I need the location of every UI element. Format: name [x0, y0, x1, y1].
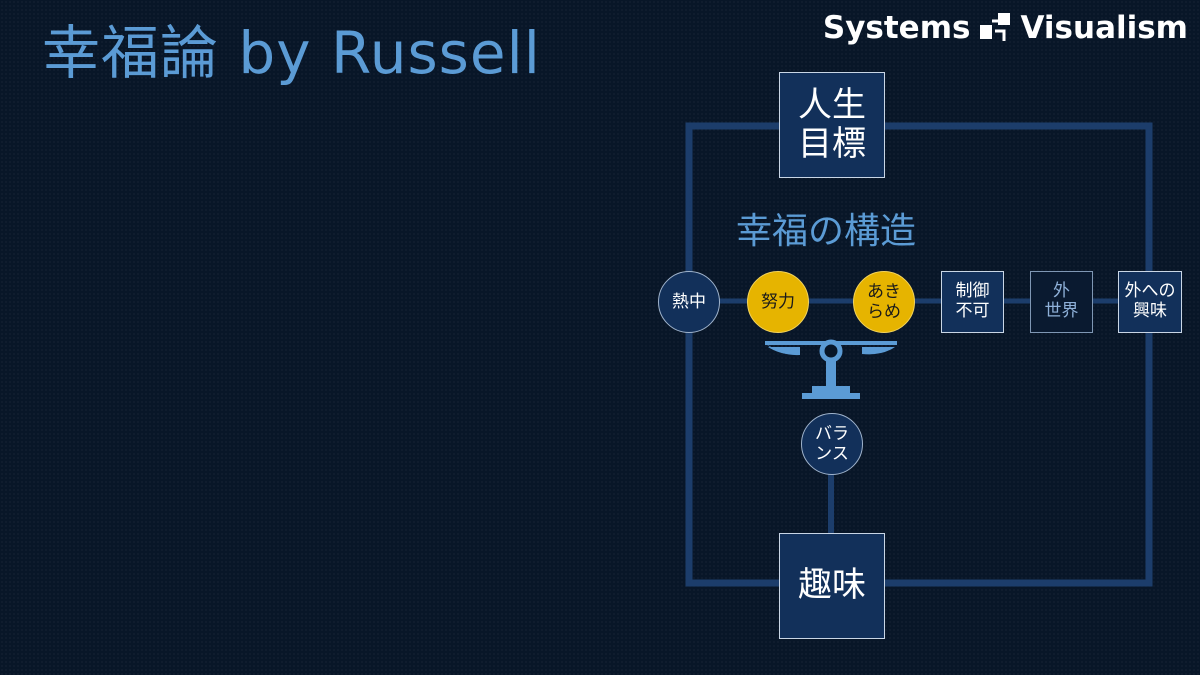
- systems-visualism-icon: [980, 13, 1011, 41]
- hobby-label: 趣味: [798, 565, 866, 606]
- hobby-box: 趣味: [779, 533, 885, 639]
- outer-interest-box: 外への 興味: [1118, 271, 1182, 333]
- life-goal-line-1: 人生: [798, 84, 866, 125]
- uncontrollable-line-1: 制御: [955, 281, 990, 302]
- balance-node: バラ ンス: [801, 413, 863, 475]
- resignation-line-1: あき: [867, 281, 901, 302]
- outer-world-line-2: 世界: [1044, 301, 1079, 321]
- life-goal-box: 人生 目標: [779, 72, 885, 178]
- resignation-line-2: らめ: [867, 302, 901, 322]
- structure-label: 幸福の構造: [736, 211, 917, 252]
- outer-interest-line-2: 興味: [1133, 301, 1167, 321]
- resignation-node: あき らめ: [853, 271, 915, 333]
- page-title: 幸福論 by Russell: [42, 19, 541, 87]
- outer-interest-line-1: 外への: [1124, 281, 1176, 302]
- balance-scale-icon: [765, 339, 897, 399]
- brand-logo: Systems Visualism: [823, 8, 1188, 48]
- life-goal-line-2: 目標: [798, 124, 866, 164]
- effort-node: 努力: [747, 271, 809, 333]
- uncontrollable-line-2: 不可: [955, 301, 990, 321]
- brand-left-text: Systems: [822, 10, 971, 46]
- enthusiasm-node: 熱中: [658, 271, 720, 333]
- frame-loop: [685, 122, 1153, 587]
- enthusiasm-label: 熱中: [672, 291, 706, 312]
- outer-world-line-1: 外: [1053, 281, 1070, 302]
- effort-label: 努力: [761, 291, 795, 312]
- brand-right-text: Visualism: [1020, 10, 1188, 46]
- balance-line-1: バラ: [815, 423, 849, 444]
- uncontrollable-box: 制御 不可: [941, 271, 1004, 333]
- outer-world-box: 外 世界: [1030, 271, 1093, 333]
- balance-line-2: ンス: [815, 444, 849, 464]
